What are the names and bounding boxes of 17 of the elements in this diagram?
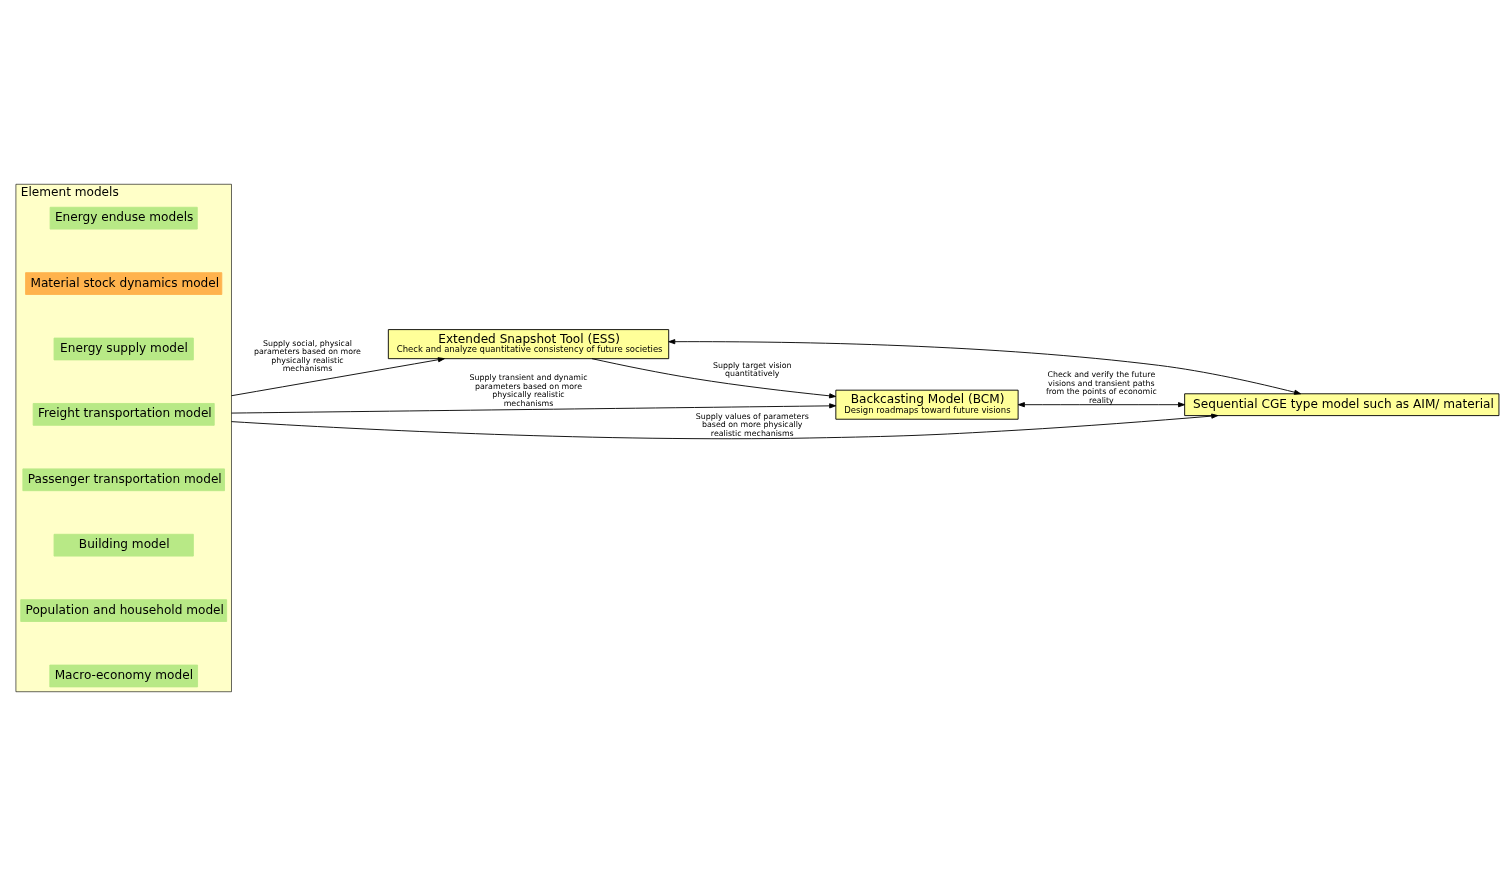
arrow bbox=[1017, 401, 1185, 407]
node-box: Population and household model bbox=[20, 598, 228, 622]
node-box: Macro-economy model bbox=[49, 664, 199, 687]
arrow bbox=[231, 413, 1219, 439]
node-box: Energy enduse models bbox=[49, 206, 198, 230]
node-box: Backcasting Model (BCM) Design roadmaps toward future visions bbox=[835, 389, 1019, 420]
node-box: Building model bbox=[53, 533, 194, 557]
node-box: Sequential CGE type model such as AIM/ material bbox=[1184, 392, 1500, 416]
arrow bbox=[668, 338, 1302, 395]
node-box: Energy supply model bbox=[53, 337, 194, 360]
node-box: Extended Snapshot Tool (ESS) Check and analyze quantitative consistency of future societies bbox=[387, 328, 670, 359]
arrow bbox=[231, 402, 837, 414]
node-box: Passenger transportation model bbox=[22, 467, 225, 491]
arrow bbox=[231, 356, 445, 396]
node-box: Material stock dynamics model bbox=[25, 271, 223, 295]
node-box: Freight transportation model bbox=[32, 402, 215, 426]
arrow bbox=[591, 357, 837, 398]
